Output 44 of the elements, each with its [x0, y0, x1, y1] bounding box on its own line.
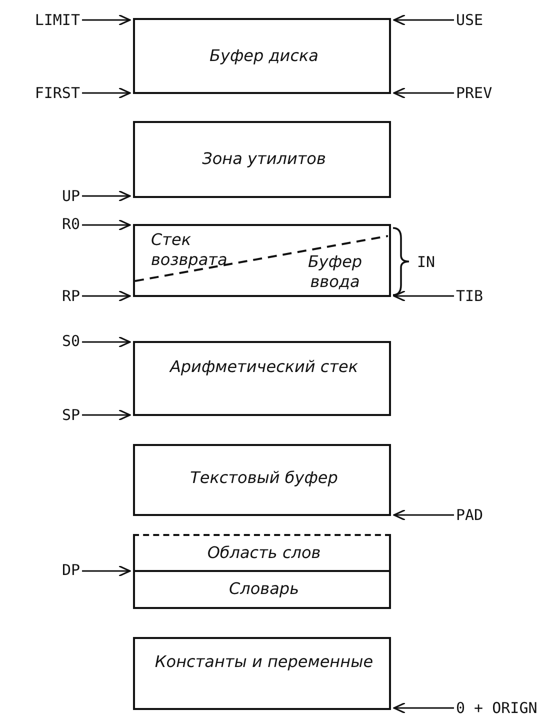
- arrow: [393, 14, 454, 26]
- memory-block: [133, 570, 391, 609]
- memory-block: [133, 534, 391, 572]
- block-label: Стек возврата: [151, 230, 228, 270]
- pointer-label: UP: [62, 187, 80, 205]
- block-label: Зона утилитов: [201, 149, 327, 169]
- arrow: [82, 87, 131, 99]
- arrow: [393, 509, 454, 521]
- pointer-label: SP: [62, 406, 80, 424]
- pointer-label: R0: [62, 215, 80, 233]
- memory-block: [133, 341, 391, 416]
- pointer-label: DP: [62, 561, 80, 579]
- brace-label: IN: [417, 252, 436, 270]
- arrow: [82, 565, 131, 577]
- pointer-label: USE: [456, 11, 484, 29]
- pointer-label: S0: [62, 332, 80, 350]
- block-label: Буфер ввода: [306, 252, 364, 292]
- pointer-label: PAD: [456, 506, 484, 524]
- arrow: [82, 219, 131, 231]
- pointer-label: FIRST: [34, 84, 80, 102]
- block-label: Словарь: [228, 579, 300, 599]
- memory-block: [133, 637, 391, 710]
- arrow: [82, 14, 131, 26]
- block-label: Текстовый буфер: [189, 468, 339, 488]
- block-label: Арифметический стек: [168, 357, 360, 377]
- memory-block: [133, 444, 391, 516]
- arrow: [393, 702, 454, 714]
- pointer-label: RP: [62, 287, 80, 305]
- block-label: Область слов: [206, 543, 322, 563]
- block-label: Константы и переменные: [154, 652, 374, 672]
- arrow: [82, 409, 131, 421]
- memory-block: [133, 224, 391, 297]
- memory-block: [133, 121, 391, 198]
- arrow: [393, 290, 454, 302]
- arrow: [393, 87, 454, 99]
- block-label: Буфер диска: [208, 46, 320, 66]
- pointer-label: PREV: [456, 84, 492, 102]
- memory-block: [133, 18, 391, 94]
- arrow: [82, 290, 131, 302]
- pointer-label: 0 + ORIGN: [456, 699, 538, 717]
- arrow: [82, 190, 131, 202]
- arrow: [82, 336, 131, 348]
- pointer-label: TIB: [456, 287, 484, 305]
- pointer-label: LIMIT: [34, 11, 80, 29]
